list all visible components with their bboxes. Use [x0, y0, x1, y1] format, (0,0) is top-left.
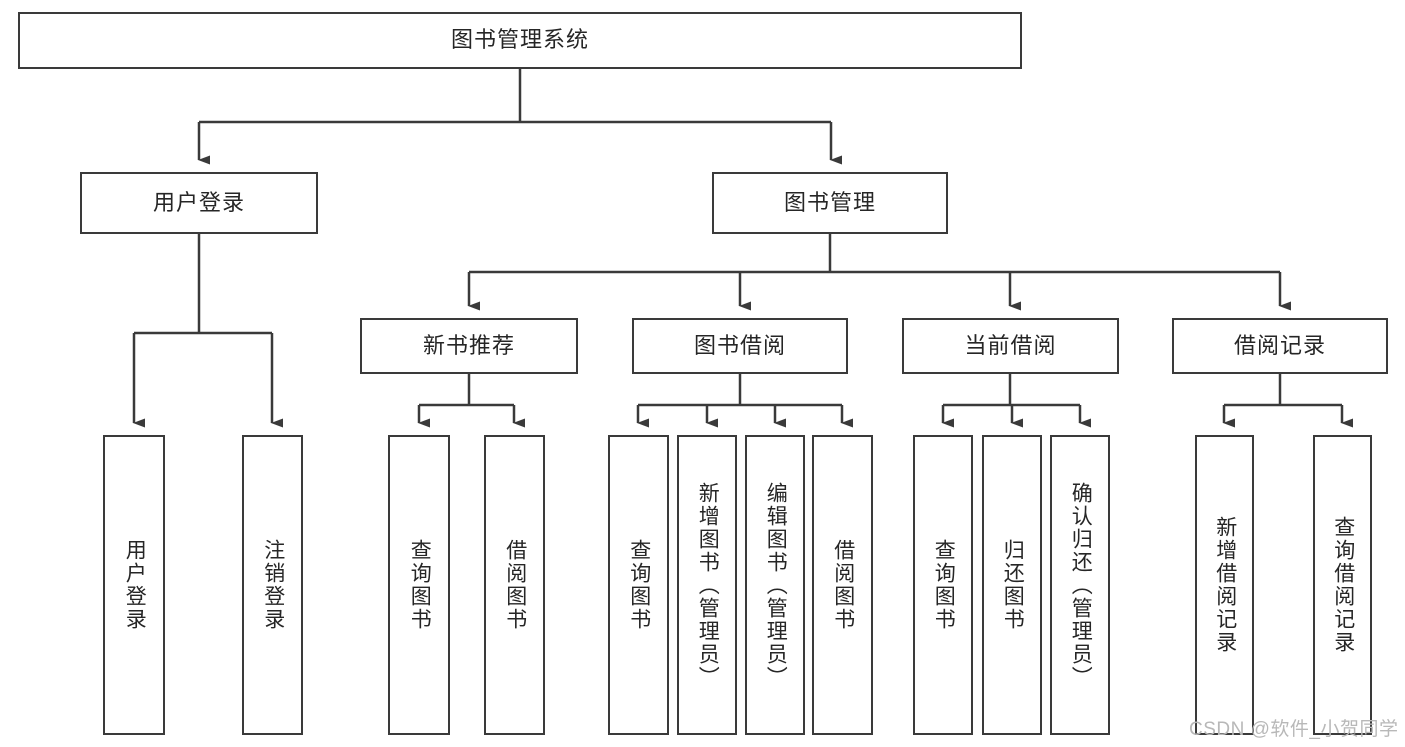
node-leaf-user-login[interactable]: 用户登录: [103, 435, 165, 735]
node-book-borrow[interactable]: 图书借阅: [632, 318, 848, 374]
node-user-login[interactable]: 用户登录: [80, 172, 318, 234]
node-borrow-record[interactable]: 借阅记录: [1172, 318, 1388, 374]
node-leaf-query-record[interactable]: 查询借阅记录: [1313, 435, 1372, 735]
node-new-book-rec-label: 新书推荐: [422, 332, 515, 358]
node-book-mgmt-label: 图书管理: [783, 189, 876, 215]
node-leaf-borrow-book-1[interactable]: 借阅图书: [484, 435, 545, 735]
node-leaf-query-book-3-label: 查询图书: [932, 539, 956, 631]
node-leaf-confirm-return-label: 确认归还（管理员）: [1069, 481, 1093, 689]
node-root[interactable]: 图书管理系统: [18, 12, 1022, 69]
node-new-book-rec[interactable]: 新书推荐: [360, 318, 578, 374]
node-current-borrow-label: 当前借阅: [964, 332, 1057, 358]
node-leaf-query-book-2[interactable]: 查询图书: [608, 435, 669, 735]
node-leaf-add-book[interactable]: 新增图书（管理员）: [677, 435, 737, 735]
node-leaf-query-book-2-label: 查询图书: [627, 539, 651, 631]
node-leaf-borrow-book-2-label: 借阅图书: [831, 539, 855, 631]
node-book-mgmt[interactable]: 图书管理: [712, 172, 948, 234]
node-leaf-add-book-label: 新增图书（管理员）: [696, 481, 720, 689]
node-leaf-add-record-label: 新增借阅记录: [1213, 516, 1237, 654]
node-leaf-return-book[interactable]: 归还图书: [982, 435, 1042, 735]
watermark: CSDN @软件_小贺同学: [1189, 719, 1399, 740]
node-leaf-confirm-return[interactable]: 确认归还（管理员）: [1050, 435, 1110, 735]
node-leaf-edit-book[interactable]: 编辑图书（管理员）: [745, 435, 805, 735]
node-leaf-logout[interactable]: 注销登录: [242, 435, 303, 735]
node-leaf-edit-book-label: 编辑图书（管理员）: [764, 481, 788, 689]
node-current-borrow[interactable]: 当前借阅: [902, 318, 1119, 374]
node-leaf-query-record-label: 查询借阅记录: [1331, 516, 1355, 654]
node-leaf-add-record[interactable]: 新增借阅记录: [1195, 435, 1254, 735]
node-user-login-label: 用户登录: [152, 189, 245, 215]
node-leaf-query-book-1-label: 查询图书: [408, 539, 432, 631]
node-leaf-user-login-label: 用户登录: [123, 539, 147, 631]
node-leaf-query-book-3[interactable]: 查询图书: [913, 435, 973, 735]
node-book-borrow-label: 图书借阅: [693, 332, 786, 358]
node-leaf-logout-label: 注销登录: [261, 539, 285, 631]
node-leaf-borrow-book-2[interactable]: 借阅图书: [812, 435, 873, 735]
node-borrow-record-label: 借阅记录: [1233, 332, 1326, 358]
node-leaf-borrow-book-1-label: 借阅图书: [503, 539, 527, 631]
node-leaf-return-book-label: 归还图书: [1001, 539, 1025, 631]
node-leaf-query-book-1[interactable]: 查询图书: [388, 435, 450, 735]
node-root-label: 图书管理系统: [450, 27, 589, 53]
